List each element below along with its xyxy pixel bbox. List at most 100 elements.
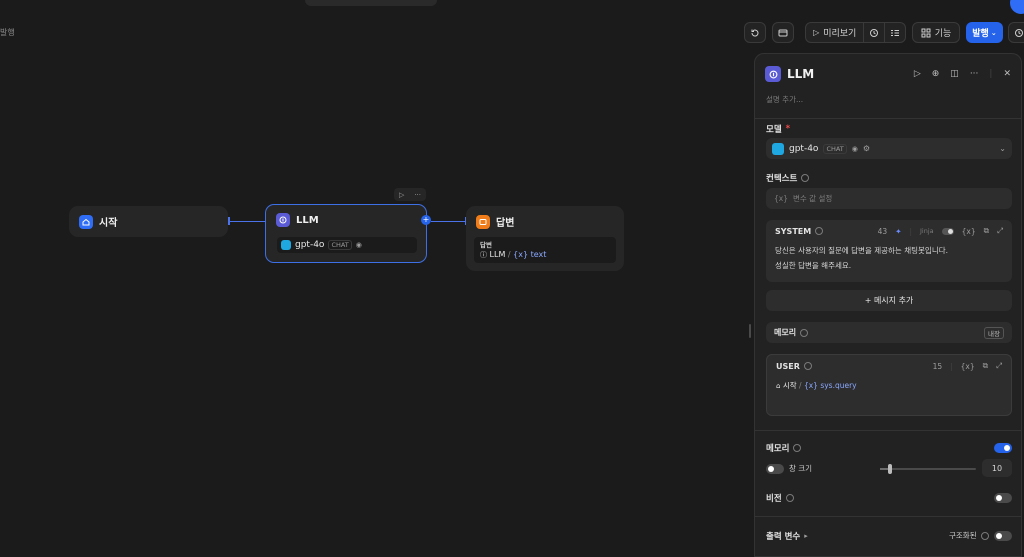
variable-icon: {x} <box>774 194 788 203</box>
model-name: gpt-4o <box>789 143 819 154</box>
chat-badge: CHAT <box>823 143 847 154</box>
answer-node-title: 답변 <box>476 214 514 229</box>
output-variables-label[interactable]: 출력 변수 ▸ <box>766 530 808 542</box>
divider <box>755 430 1021 431</box>
top-center-bar <box>305 0 437 6</box>
play-icon: ▷ <box>813 28 820 37</box>
jinja-toggle[interactable] <box>941 227 954 235</box>
help-icon[interactable] <box>801 174 810 182</box>
more-icon[interactable]: ··· <box>414 190 421 199</box>
openai-icon <box>772 142 784 155</box>
slider-thumb[interactable] <box>887 464 892 474</box>
system-prompt-text[interactable]: 당신은 사용자의 질문에 답변을 제공하는 채팅봇입니다. 성실한 답변을 해주… <box>775 243 1003 273</box>
answer-node[interactable]: 답변 답변 ⓘ LLM / {x} text <box>466 206 624 271</box>
user-prompt-text[interactable]: ⌂ 시작 / {x} sys.query <box>776 378 1002 394</box>
divider <box>755 118 1021 119</box>
model-select[interactable]: gpt-4o CHAT ◉ ⚙ ⌄ <box>766 138 1012 159</box>
vision-toggle[interactable] <box>994 493 1012 503</box>
avatar[interactable] <box>1010 0 1024 14</box>
preview-button[interactable]: ▷ 미리보기 <box>806 23 863 42</box>
env-variables-button[interactable] <box>772 22 794 43</box>
clock-check-icon <box>870 28 879 37</box>
run-history-button[interactable] <box>863 23 884 42</box>
answer-ref-var: {x} text <box>513 250 547 259</box>
user-variable-ref: ⌂ 시작 / {x} sys.query <box>776 381 857 390</box>
window-size-slider[interactable] <box>880 464 976 474</box>
publish-button[interactable]: 발행 ⌄ <box>966 22 1003 43</box>
copy-icon[interactable]: ⧉ <box>982 361 988 370</box>
help-icon[interactable] <box>785 494 794 502</box>
sparkle-icon[interactable]: ✦ <box>895 226 902 236</box>
history-icon <box>1015 28 1023 37</box>
help-icon[interactable] <box>800 328 809 337</box>
answer-output-label: 답변 <box>480 241 492 249</box>
openai-icon <box>281 240 291 250</box>
more-icon[interactable]: ··· <box>969 69 979 79</box>
run-node-icon[interactable]: ▷ <box>398 190 405 199</box>
llm-node[interactable]: LLM gpt-4o CHAT ◉ <box>265 204 427 263</box>
answer-output-box: 답변 ⓘ LLM / {x} text <box>474 237 616 263</box>
add-next-node-plus-icon[interactable]: + <box>421 215 431 225</box>
header-divider: | <box>989 69 993 79</box>
structured-output-label: 구조화된 <box>949 530 989 541</box>
start-node[interactable]: 시작 <box>69 206 228 237</box>
user-char-count: 15 <box>932 361 943 371</box>
llm-settings-panel: LLM ▷ ⊕ ◫ ··· | ✕ 설명 추가... 모델 * gpt-4o C… <box>754 53 1022 557</box>
user-label: USER <box>776 361 800 371</box>
features-button[interactable]: 기능 <box>912 22 960 43</box>
required-mark: * <box>785 124 791 134</box>
publish-label: 발행 <box>972 29 989 39</box>
features-label: 기능 <box>934 29 952 39</box>
user-prompt-header: USER 15 | {x} ⧉ ⤢ <box>776 361 1002 371</box>
context-label: 컨텍스트 <box>766 172 810 184</box>
chevron-right-icon: ▸ <box>804 532 808 540</box>
memory-config-row: 메모리 내장 <box>766 322 1012 343</box>
split-view-icon[interactable]: ◫ <box>950 69 959 79</box>
user-prompt-box[interactable]: USER 15 | {x} ⧉ ⤢ ⌂ 시작 / {x} sys.query <box>766 354 1012 416</box>
expand-icon[interactable]: ⤢ <box>997 226 1003 235</box>
home-icon: ⌂ <box>776 382 781 390</box>
structured-output-toggle[interactable] <box>994 531 1012 541</box>
start-node-label: 시작 <box>99 218 118 229</box>
system-prompt-box[interactable]: SYSTEM 43 ✦ | Jinja {x} ⧉ ⤢ 당신은 사용자의 질문에… <box>766 220 1012 282</box>
panel-resize-handle[interactable] <box>749 324 751 338</box>
jinja-label: Jinja <box>920 227 934 235</box>
insert-variable-icon[interactable]: {x} <box>961 226 976 236</box>
insert-variable-icon[interactable]: {x} <box>960 361 975 371</box>
memory-toggle[interactable] <box>994 443 1012 453</box>
window-size-input[interactable]: 10 <box>982 459 1012 477</box>
run-icon[interactable]: ▷ <box>913 69 921 79</box>
window-size-toggle[interactable] <box>766 464 784 474</box>
add-message-label: + 메시지 추가 <box>864 296 914 305</box>
chat-badge: CHAT <box>328 240 352 250</box>
structured-output-text: 구조화된 <box>949 531 977 540</box>
help-icon[interactable] <box>980 531 989 540</box>
expand-icon[interactable]: ⤢ <box>996 361 1002 370</box>
home-icon <box>79 214 93 229</box>
system-char-count: 43 <box>877 226 888 236</box>
model-label-text: 모델 <box>766 125 782 135</box>
system-prompt-line: 당신은 사용자의 질문에 답변을 제공하는 채팅봇입니다. <box>775 246 949 255</box>
edge-start-llm <box>229 221 266 222</box>
add-message-button[interactable]: + 메시지 추가 <box>766 290 1012 311</box>
edge-llm-answer <box>431 221 466 222</box>
help-icon[interactable] <box>793 444 802 452</box>
memory-label-text: 메모리 <box>766 444 790 454</box>
history-restore-button[interactable] <box>744 22 766 43</box>
memory-label: 메모리 <box>766 442 802 454</box>
description-input[interactable]: 설명 추가... <box>766 95 804 104</box>
answer-variable-ref: ⓘ LLM / {x} text <box>480 250 610 260</box>
settings-sliders-icon[interactable]: ⚙ <box>862 144 871 153</box>
help-icon[interactable] <box>803 362 812 370</box>
vision-label: 비전 <box>766 492 794 504</box>
system-tools: 43 ✦ | Jinja {x} ⧉ ⤢ <box>878 226 1003 236</box>
user-ref-node: 시작 <box>782 381 797 390</box>
context-variable-input[interactable]: {x} 변수 값 설정 <box>766 188 1012 209</box>
tool-divider: | <box>909 226 913 236</box>
copy-icon[interactable]: ⧉ <box>983 226 989 235</box>
help-icon[interactable] <box>815 227 824 235</box>
version-history-button[interactable] <box>1008 22 1024 43</box>
close-icon[interactable]: ✕ <box>1003 69 1011 79</box>
checklist-button[interactable] <box>884 23 905 42</box>
help-icon[interactable]: ⊕ <box>931 69 940 79</box>
